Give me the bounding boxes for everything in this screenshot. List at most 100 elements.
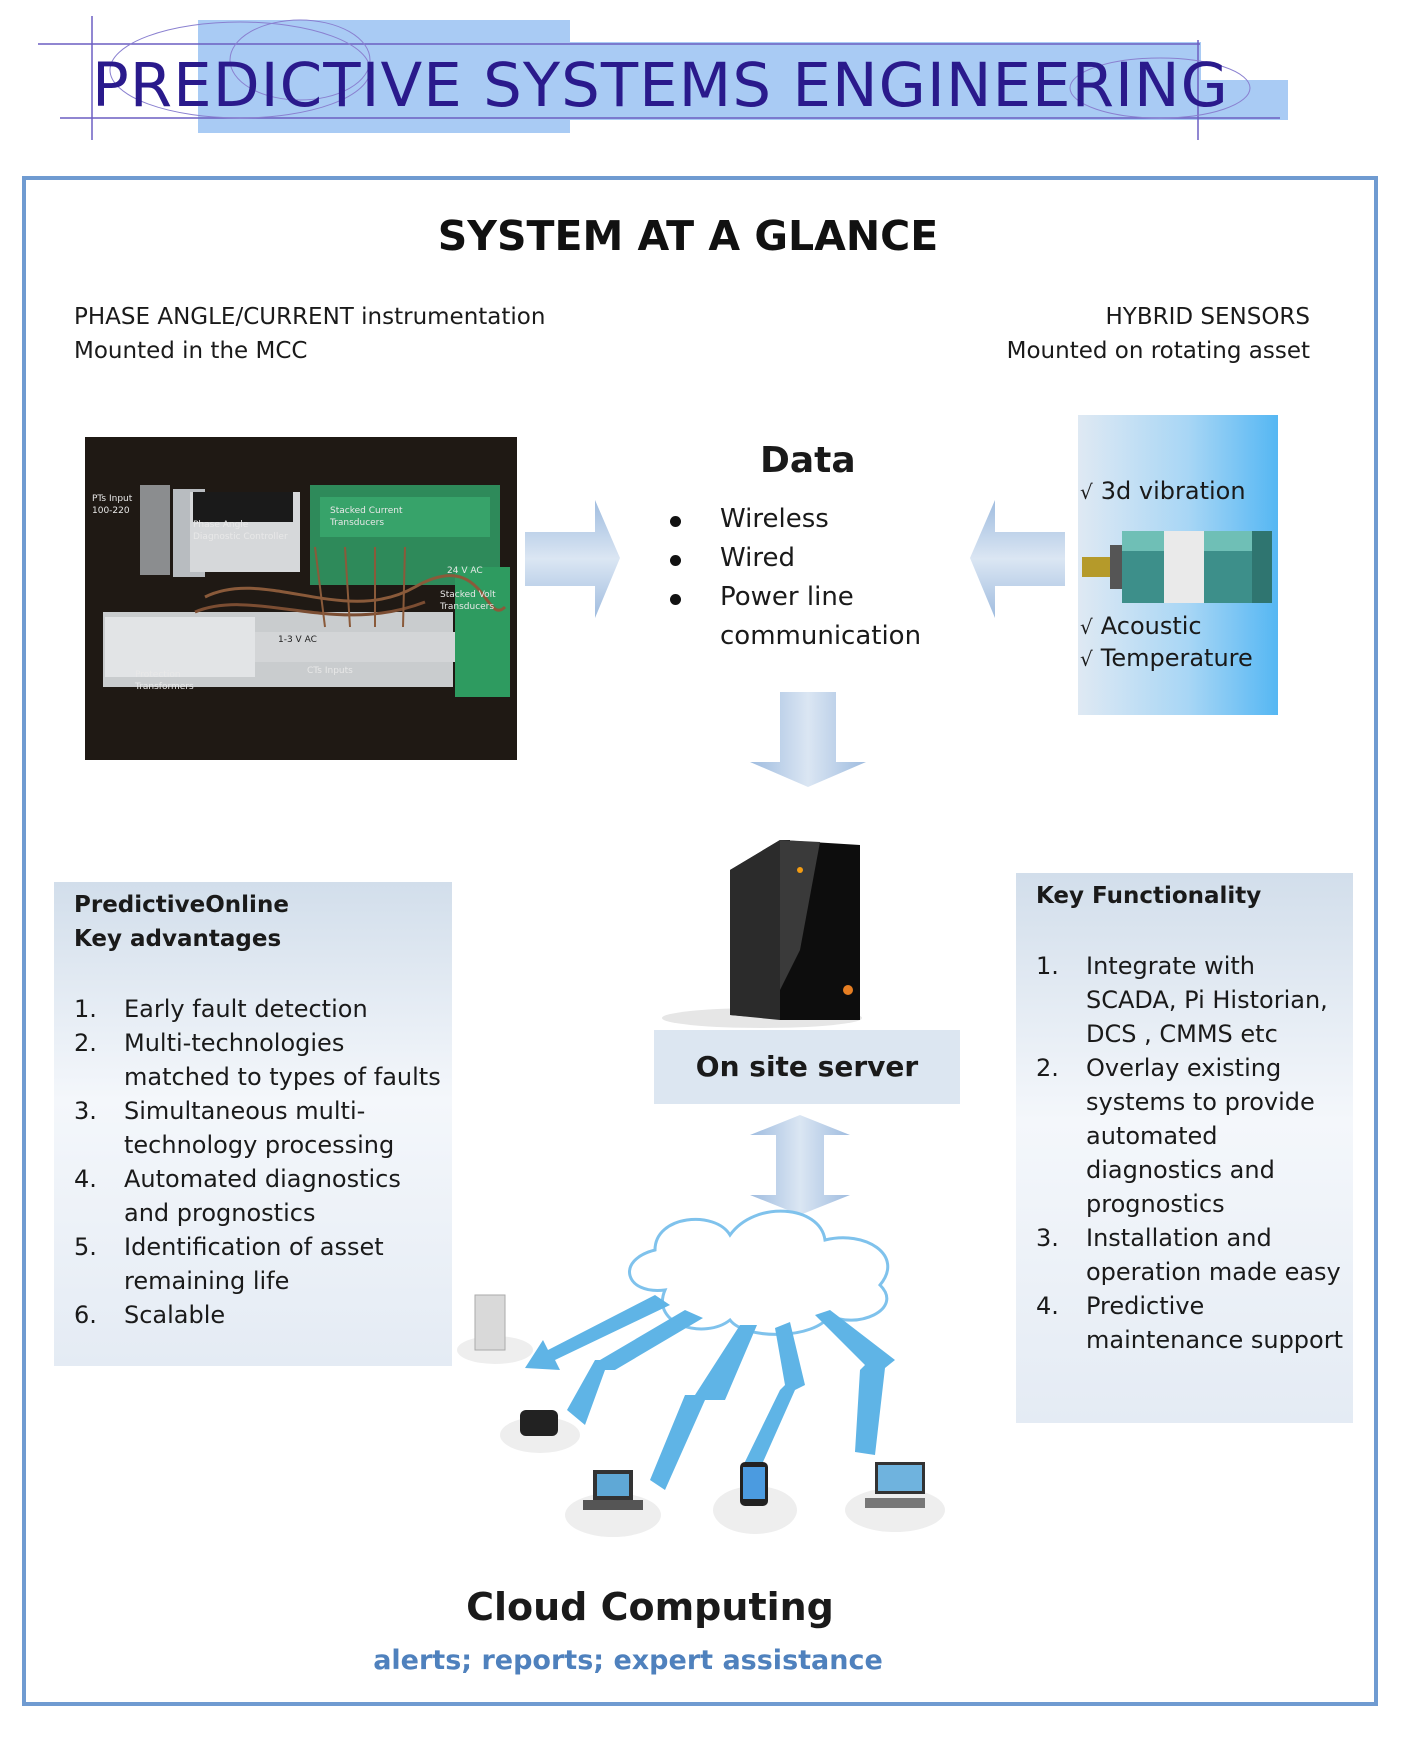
sensor-description: HYBRID SENSORS Mounted on rotating asset xyxy=(1007,300,1310,368)
list-item-text: Installation and xyxy=(1086,1224,1272,1252)
list-item-text: and prognostics xyxy=(124,1199,316,1227)
sensor-capability: √ Acoustic xyxy=(1080,612,1202,640)
server-icon xyxy=(662,840,862,1028)
sensor-capability-text: Temperature xyxy=(1100,644,1253,672)
cloud-network-illustration xyxy=(457,1209,945,1537)
photo-label: Protection Transformers xyxy=(135,670,194,692)
list-item: 3. Installation and operation made easy xyxy=(1036,1221,1346,1289)
advantages-list: 1. Early fault detection 2. Multi-technolo… xyxy=(74,992,444,1332)
list-item-text: prognostics xyxy=(1086,1190,1225,1218)
list-item-text: diagnostics and xyxy=(1086,1156,1275,1184)
cloud-computing-title: Cloud Computing xyxy=(466,1585,834,1629)
list-item-text: DCS , CMMS etc xyxy=(1086,1020,1278,1048)
photo-label: 1-3 V AC xyxy=(278,635,317,645)
sensor-motor-illustration xyxy=(1082,531,1272,603)
list-item-text: remaining life xyxy=(124,1267,290,1295)
mcc-description: PHASE ANGLE/CURRENT instrumentation Moun… xyxy=(74,300,545,368)
bullet-icon xyxy=(670,594,681,605)
bullet-icon xyxy=(670,555,681,566)
cloud-icon xyxy=(628,1209,890,1336)
header-band xyxy=(570,80,1288,120)
list-item-text: Identification of asset xyxy=(124,1233,384,1261)
list-item-text: matched to types of faults xyxy=(124,1063,441,1091)
mcc-description-line: PHASE ANGLE/CURRENT instrumentation xyxy=(74,304,546,330)
list-item-text: SCADA, Pi Historian, xyxy=(1086,986,1328,1014)
sensor-description-line: Mounted on rotating asset xyxy=(1006,338,1310,364)
device-illustrations xyxy=(457,1294,945,1537)
list-item: 4. Predictive maintenance support xyxy=(1036,1289,1346,1357)
list-item: 5. Identification of asset remaining life xyxy=(74,1230,444,1298)
list-item-text: communication xyxy=(720,621,922,651)
list-number: 1. xyxy=(74,995,97,1023)
list-item: Wired xyxy=(670,539,921,578)
list-item-text: Wired xyxy=(720,543,795,573)
list-item-text: Simultaneous multi- xyxy=(124,1097,366,1125)
list-number: 1. xyxy=(1036,952,1059,980)
list-number: 3. xyxy=(1036,1224,1059,1252)
sensor-description-line: HYBRID SENSORS xyxy=(1105,304,1310,330)
list-item-text: Integrate with xyxy=(1086,952,1255,980)
sensor-capability: √ Temperature xyxy=(1080,644,1253,672)
sensor-capability: √ 3d vibration xyxy=(1080,477,1246,505)
photo-label: PTs Input 100-220 xyxy=(92,494,133,516)
list-item-text: Predictive xyxy=(1086,1292,1205,1320)
list-item: 1. Early fault detection xyxy=(74,992,444,1026)
list-item-text: systems to provide xyxy=(1086,1088,1315,1116)
header-decoration xyxy=(38,16,1280,140)
page-title: SYSTEM AT A GLANCE xyxy=(437,212,939,260)
check-icon: √ xyxy=(1080,480,1093,504)
list-item-text: Early fault detection xyxy=(124,995,368,1023)
check-icon: √ xyxy=(1080,615,1093,639)
list-item: 6. Scalable xyxy=(74,1298,444,1332)
mcc-instrumentation-photo: PTs Input 100-220 Phase Angle Diagnostic… xyxy=(85,437,517,760)
list-item-text: technology processing xyxy=(124,1131,395,1159)
list-number: 6. xyxy=(74,1301,97,1329)
list-item-text: Overlay existing xyxy=(1086,1054,1282,1082)
company-name: PREDICTIVE SYSTEMS ENGINEERING xyxy=(92,50,1229,121)
box-title: PredictiveOnline Key advantages xyxy=(74,888,289,956)
mcc-hardware-illustration xyxy=(85,437,517,760)
data-transport-list: Wireless Wired Power line communication xyxy=(670,500,921,656)
list-item: 2. Multi-technologies matched to types of … xyxy=(74,1026,444,1094)
photo-label: Stacked Current Transducers xyxy=(330,506,403,528)
double-arrow-icon xyxy=(750,1115,850,1215)
bullet-icon xyxy=(670,516,681,527)
list-item-text: maintenance support xyxy=(1086,1326,1344,1354)
list-item-text: Multi-technologies xyxy=(124,1029,345,1057)
photo-label: Phase Angle Diagnostic Controller xyxy=(193,520,288,542)
list-item-text: Scalable xyxy=(124,1301,226,1329)
box-title-line: Key advantages xyxy=(74,926,282,952)
sensor-capability-text: Acoustic xyxy=(1100,612,1202,640)
list-number: 2. xyxy=(1036,1054,1059,1082)
arrow-down-icon xyxy=(750,692,866,787)
key-advantages-box: PredictiveOnline Key advantages 1. Early … xyxy=(54,882,452,1366)
header: PREDICTIVE SYSTEMS ENGINEERING xyxy=(0,0,1406,160)
list-item-text: operation made easy xyxy=(1086,1258,1341,1286)
photo-label: 24 V AC xyxy=(447,566,483,576)
cloud-arrows xyxy=(525,1295,895,1490)
list-number: 3. xyxy=(74,1097,97,1125)
list-number: 4. xyxy=(1036,1292,1059,1320)
check-icon: √ xyxy=(1080,647,1093,671)
arrow-left-icon xyxy=(970,500,1065,618)
box-title: Key Functionality xyxy=(1036,883,1262,909)
sensor-capability-text: 3d vibration xyxy=(1100,477,1246,505)
box-title-line: PredictiveOnline xyxy=(74,892,289,918)
list-number: 2. xyxy=(74,1029,97,1057)
photo-label: Stacked Volt Transducers xyxy=(440,590,496,612)
mcc-description-line: Mounted in the MCC xyxy=(74,338,308,364)
list-number: 5. xyxy=(74,1233,97,1261)
list-item: Wireless xyxy=(670,500,921,539)
server-label: On site server xyxy=(654,1030,960,1104)
photo-label: CTs Inputs xyxy=(307,666,353,676)
list-item-text: Wireless xyxy=(720,504,829,534)
data-heading: Data xyxy=(760,440,856,481)
list-item-text: Automated diagnostics xyxy=(124,1165,401,1193)
cloud-computing-subtitle: alerts; reports; expert assistance xyxy=(373,1645,883,1676)
hybrid-sensor-panel: √ 3d vibration √ Acoustic √ Temperature xyxy=(1078,415,1278,715)
list-item-text: Power line xyxy=(720,582,854,612)
